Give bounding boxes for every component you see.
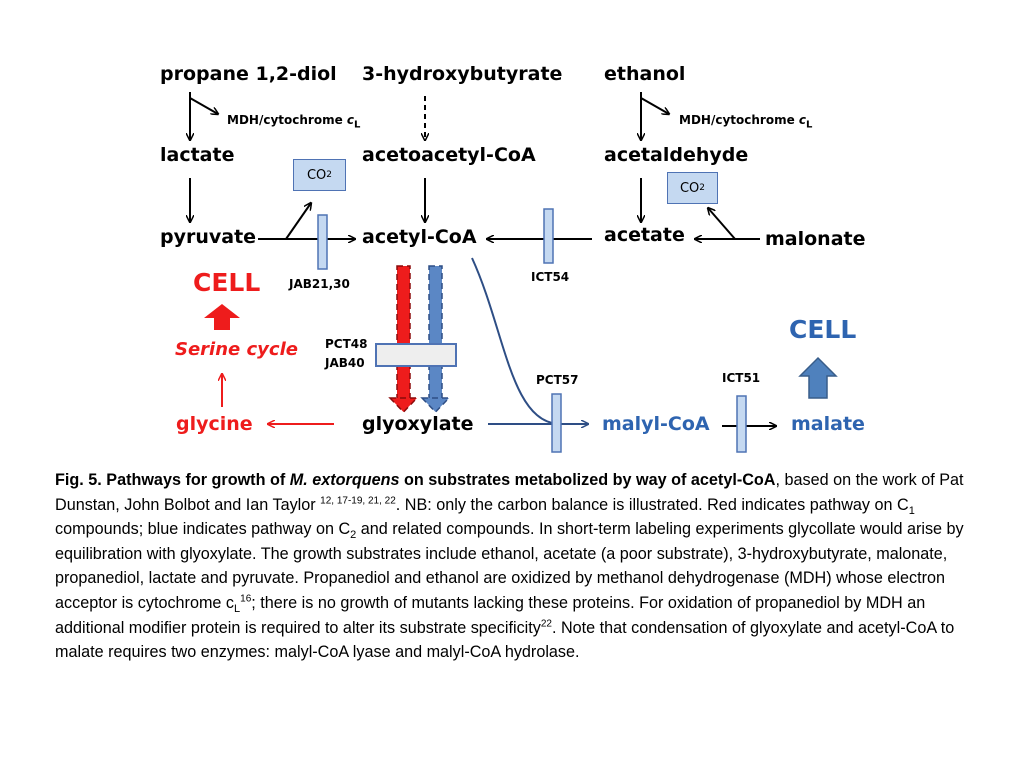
node-propanediol: propane 1,2-diol <box>160 63 337 85</box>
label-ict51: ICT51 <box>722 371 761 385</box>
block-ict54 <box>543 208 554 264</box>
node-malyl-coa: malyl-CoA <box>602 413 710 435</box>
arrow-co2-right <box>708 208 736 240</box>
label-pct48: PCT48 <box>325 337 368 351</box>
node-glyoxylate: glyoxylate <box>362 413 474 435</box>
blue-pathway-arrow <box>420 265 451 414</box>
node-ethanol: ethanol <box>604 63 686 85</box>
node-acetoacetyl-coa: acetoacetyl-CoA <box>362 144 536 166</box>
serine-cycle-label: Serine cycle <box>175 339 298 360</box>
node-glycine: glycine <box>176 413 253 435</box>
arrow-co2-left <box>285 203 311 240</box>
blue-up-arrow <box>798 356 838 399</box>
node-hydroxybutyrate: 3-hydroxybutyrate <box>362 63 563 85</box>
pathway-diagram: propane 1,2-diol 3-hydroxybutyrate ethan… <box>0 63 866 453</box>
figure-caption: Fig. 5. Pathways for growth of M. extorq… <box>55 471 964 662</box>
node-malonate: malonate <box>765 228 866 250</box>
node-acetate: acetate <box>604 224 685 246</box>
red-up-arrow <box>204 304 240 330</box>
arrow-mdh-left <box>189 97 218 114</box>
block-pct57 <box>551 393 562 453</box>
cell-label-red: CELL <box>193 268 261 297</box>
label-jab21: JAB21,30 <box>289 277 350 291</box>
block-pct48 <box>375 343 457 367</box>
label-jab40: JAB40 <box>325 356 365 370</box>
block-ict51 <box>736 395 747 453</box>
node-pyruvate: pyruvate <box>160 226 257 248</box>
label-ict54: ICT54 <box>531 270 570 284</box>
node-lactate: lactate <box>160 144 235 166</box>
label-mdh-right: MDH/cytochrome cL <box>679 113 813 131</box>
node-acetaldehyde: acetaldehyde <box>604 144 749 166</box>
cell-label-blue: CELL <box>789 315 857 344</box>
label-pct57: PCT57 <box>536 373 579 387</box>
red-pathway-arrow <box>388 265 419 414</box>
label-mdh-left: MDH/cytochrome cL <box>227 113 361 131</box>
node-acetyl-coa: acetyl-CoA <box>362 226 477 248</box>
pathway-arrows <box>0 92 838 453</box>
arrow-mdh-right <box>640 97 669 114</box>
node-malate: malate <box>791 413 865 435</box>
block-jab21 <box>317 214 328 270</box>
curve-acetylcoa-malylcoa <box>471 257 583 425</box>
